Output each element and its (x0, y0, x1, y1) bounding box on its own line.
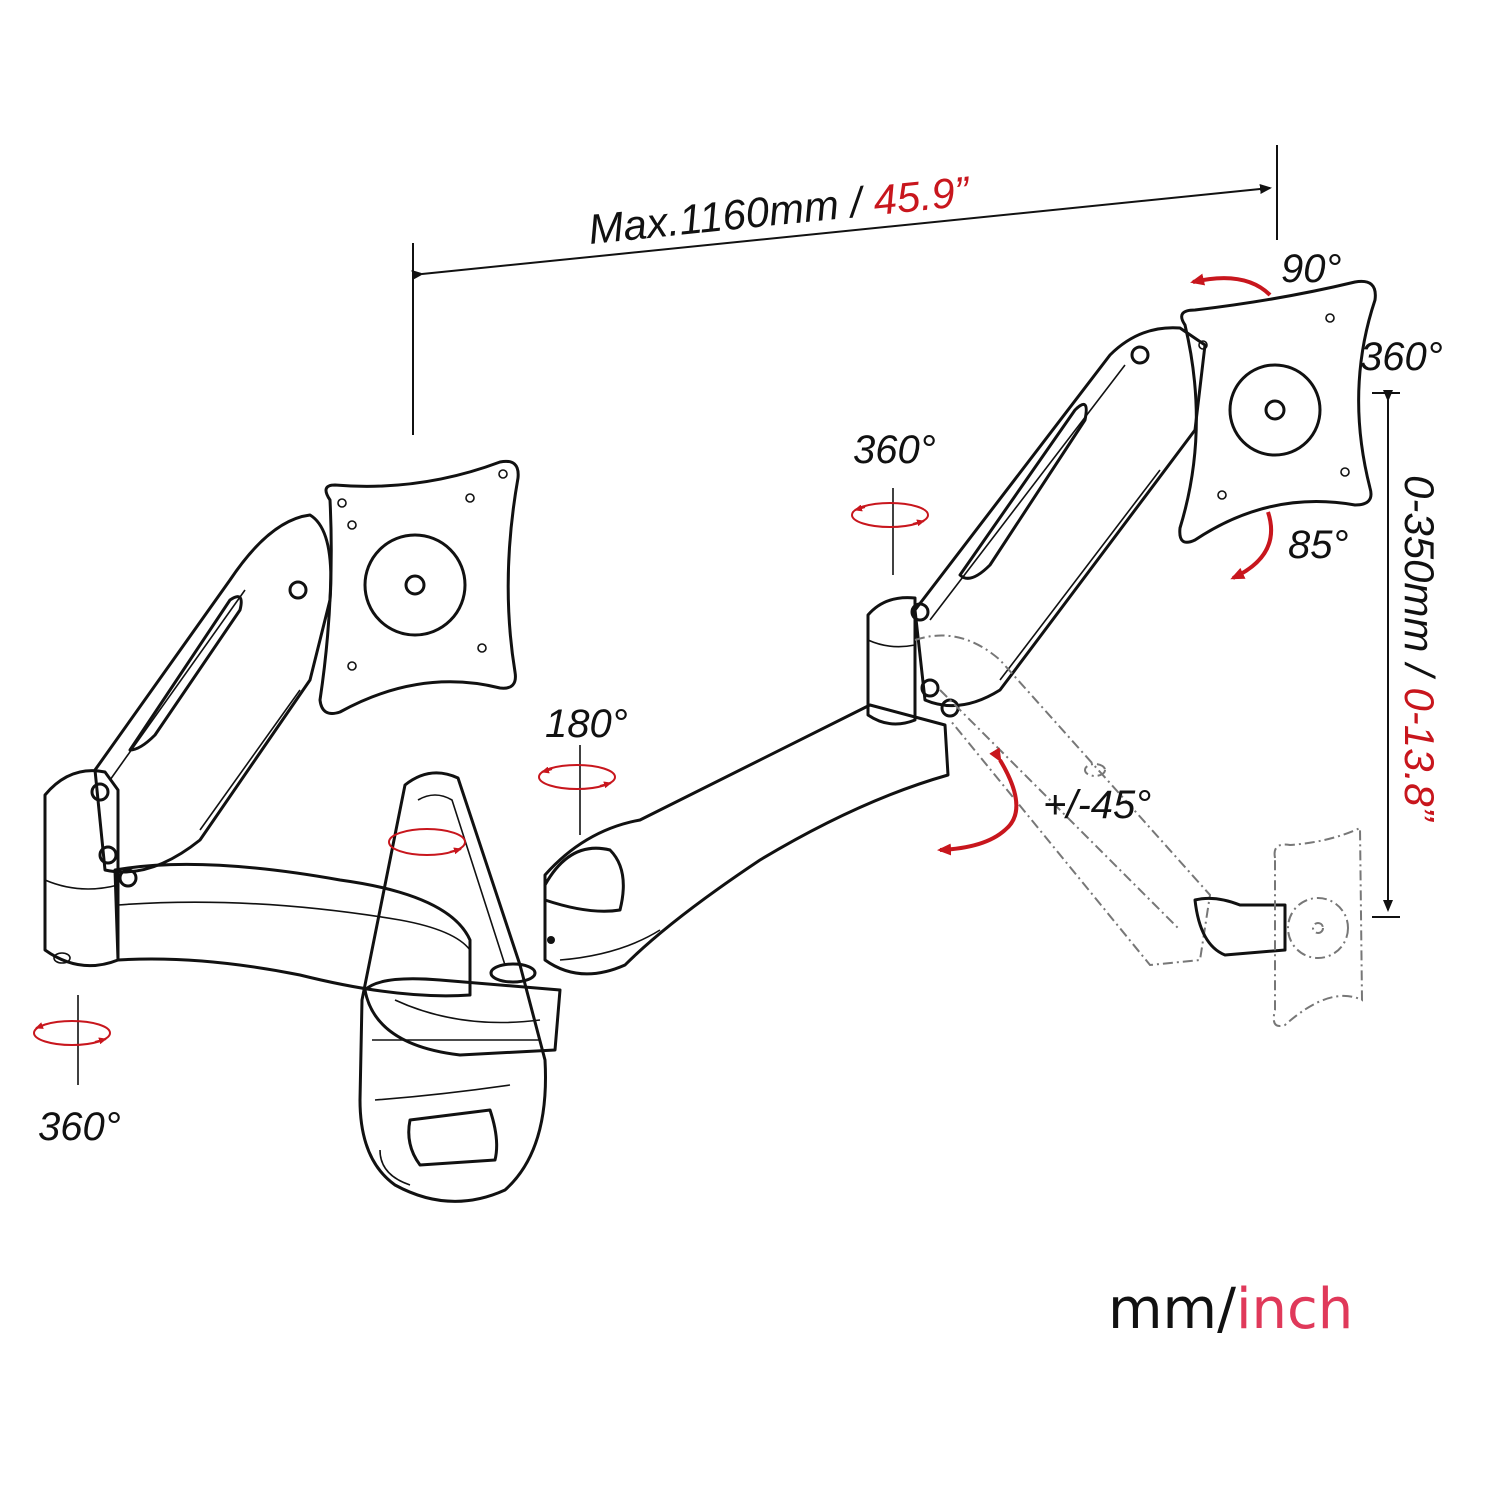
right-gas-spring-arm (910, 326, 1207, 718)
rotation-arrow-icon (33, 995, 111, 1085)
left-lower-arm (113, 862, 472, 998)
dimension-arrow-icon (411, 184, 1272, 280)
tilt-down-angle-label: 85° (1288, 523, 1349, 567)
right-joint-column (866, 596, 917, 726)
swing-angle-label: +/-45° (1043, 783, 1151, 827)
rotation-arrow-icon (851, 488, 929, 575)
height-dimension-label: 0-350mm / 0-13.8” (1396, 475, 1443, 822)
central-pivot (363, 962, 562, 1057)
tilt-up-arrow-icon (1190, 273, 1272, 297)
rotation-arrow-icon (538, 745, 616, 835)
swing-arrow-icon (937, 747, 1019, 856)
right-joint-angle-label: 360° (853, 428, 936, 472)
tilt-up-angle-label: 90° (1281, 247, 1342, 291)
width-dimension-label: Max.1160mm / 45.9” (586, 167, 973, 253)
left-vesa-plate (318, 459, 520, 715)
right-vesa-plate (1178, 279, 1377, 544)
rotation-arrow-icon (388, 828, 466, 856)
tilt-down-arrow-icon (1230, 511, 1274, 580)
left-gas-spring-arm (90, 513, 333, 888)
lowered-position-ghost (914, 634, 1364, 1027)
rotate-angle-label: 360° (1360, 335, 1443, 379)
units-legend: mm/inch (1108, 1277, 1353, 1342)
wall-plate (358, 771, 547, 1203)
middle-joint-angle-label: 180° (545, 702, 628, 746)
left-base-angle-label: 360° (38, 1105, 121, 1149)
width-dimension: Max.1160mm / 45.9” (411, 145, 1278, 435)
height-dimension: 0-350mm / 0-13.8” (1372, 390, 1443, 918)
right-lower-arm (543, 703, 950, 976)
left-base-collar (43, 769, 120, 968)
